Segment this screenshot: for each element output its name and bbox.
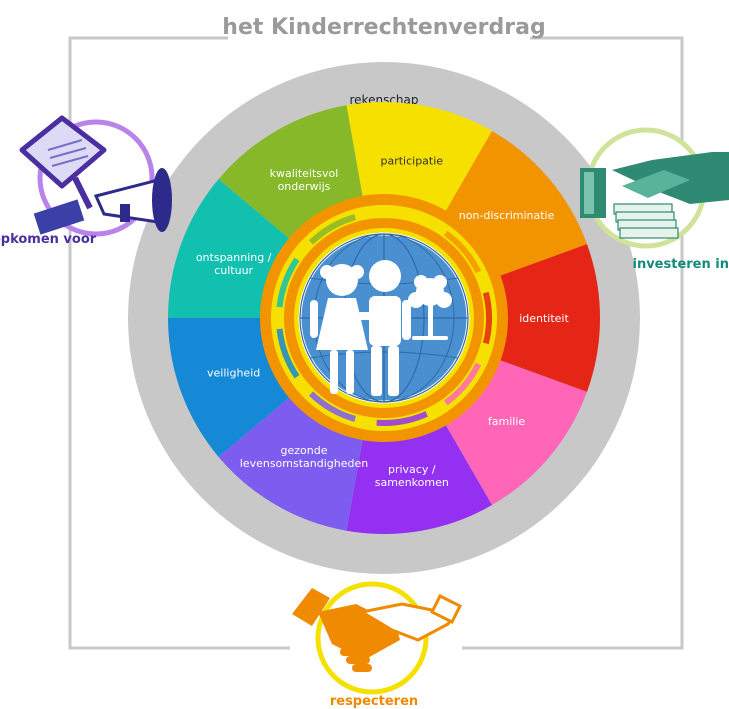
inner-segment-arc	[443, 230, 482, 274]
rights-segment-label: participatie	[380, 154, 443, 167]
inner-segment-arc	[376, 209, 428, 225]
rights-segment-label: privacy /samenkomen	[375, 463, 449, 489]
inner-segment-arc	[376, 411, 428, 426]
advocate-label: opkomen voor	[0, 232, 97, 247]
rights-segment-label: familie	[488, 415, 525, 428]
advocate-action	[19, 115, 172, 237]
invest-label: investeren in	[633, 257, 729, 272]
diagram-title: het Kinderrechtenverdrag	[222, 15, 545, 40]
rights-segment-label: identiteit	[519, 312, 569, 325]
rights-segment	[168, 179, 294, 318]
inner-segment-arc	[308, 214, 356, 245]
rights-segment-labels: participatie non-discriminatie identiteit f…	[196, 154, 570, 489]
rights-segment	[346, 101, 492, 216]
money-icon	[580, 152, 729, 239]
rights-segment	[346, 420, 492, 534]
rights-segment-label: veiligheid	[207, 367, 260, 380]
rights-segment-label: non-discriminatie	[459, 209, 555, 222]
inner-segment-arc	[443, 362, 482, 406]
respect-action	[292, 581, 463, 695]
inner-segment-arc	[276, 257, 300, 308]
inner-segment-arc	[482, 291, 492, 345]
invest-action	[580, 127, 729, 249]
inner-segment-arc	[308, 391, 356, 422]
respect-label: respecteren	[330, 694, 418, 709]
megaphone-icon	[19, 115, 172, 235]
outer-frame	[68, 36, 684, 650]
rights-segment-label: ontspanning /cultuur	[196, 251, 272, 277]
handshake-icon	[292, 588, 463, 672]
rights-segment	[494, 244, 601, 392]
inner-segment-arc	[276, 328, 300, 379]
inner-colored-arcs	[276, 209, 492, 426]
children-globe-icon	[298, 232, 470, 404]
rights-segment	[168, 318, 294, 457]
